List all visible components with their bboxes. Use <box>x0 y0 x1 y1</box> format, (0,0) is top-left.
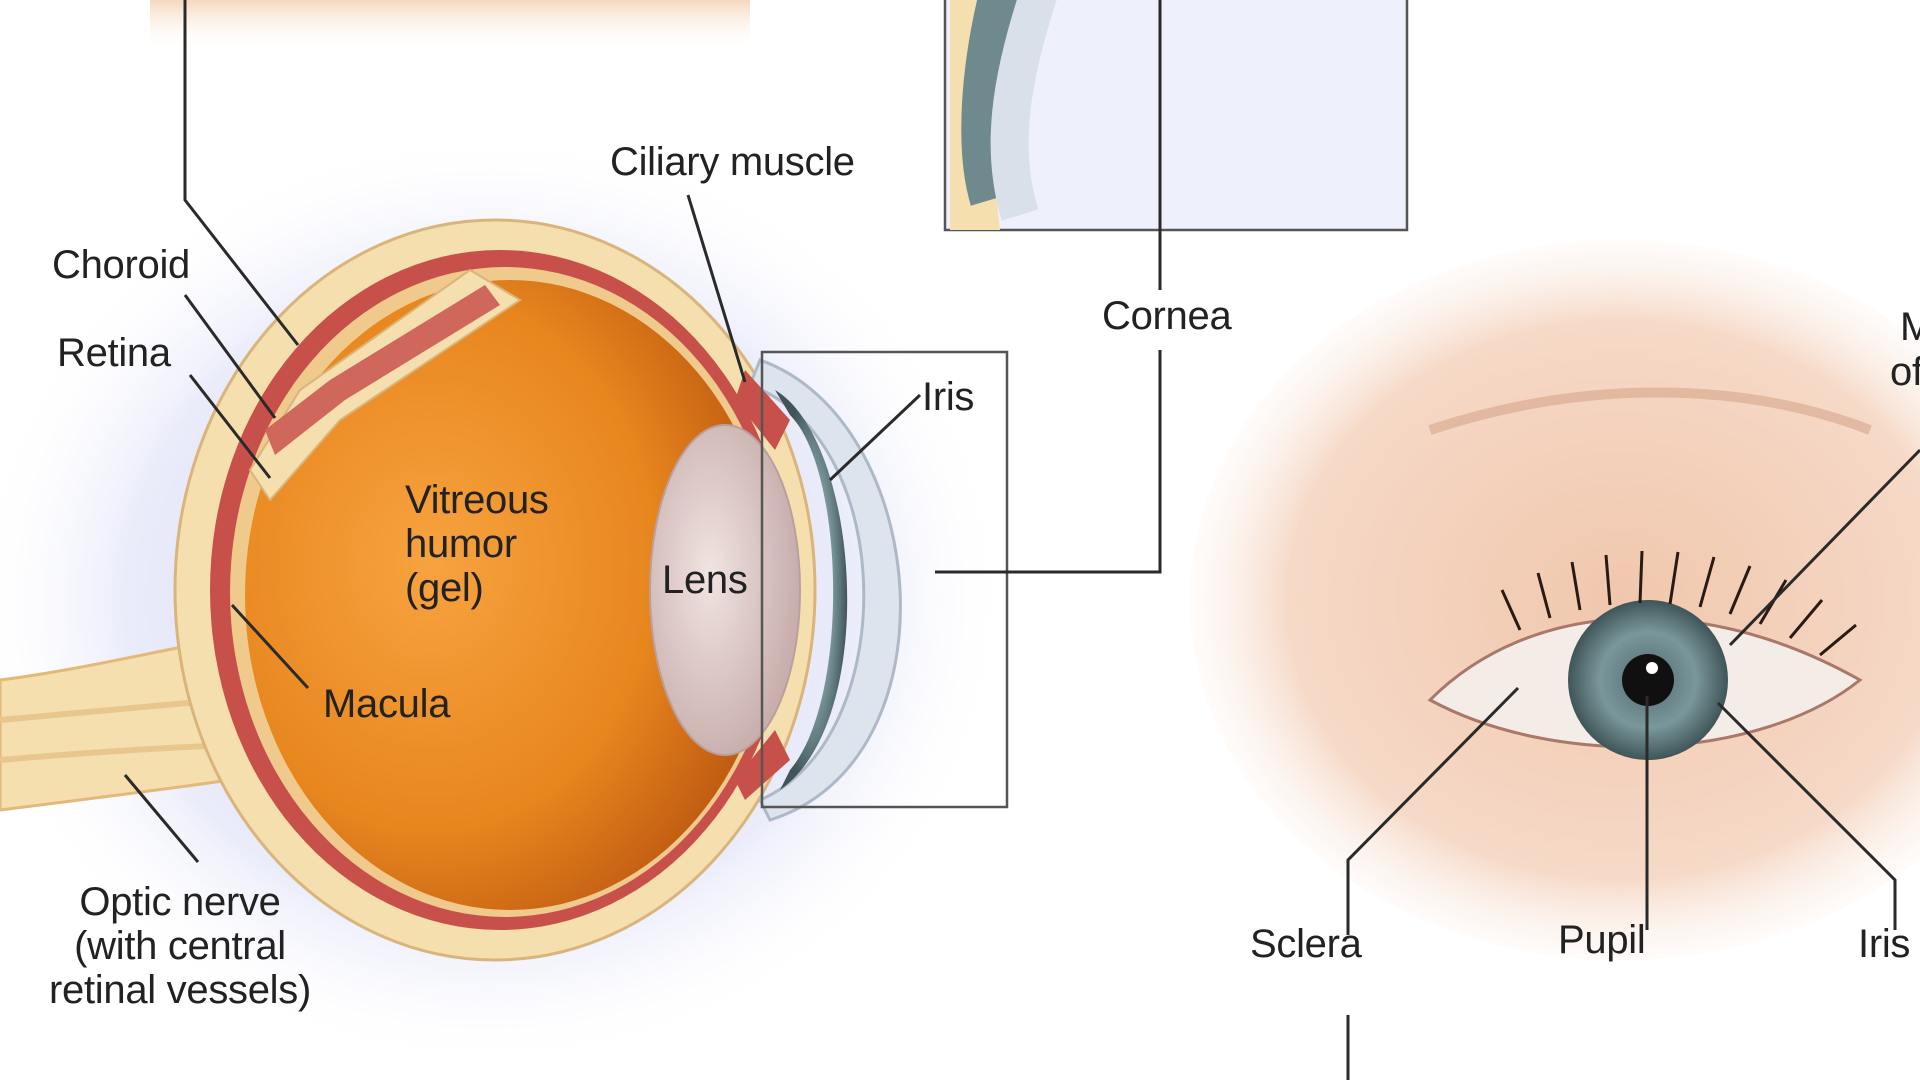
cornea-leader-bottom <box>935 350 1162 574</box>
iris-section-shape <box>775 390 848 790</box>
label-retina: Retina <box>57 331 171 375</box>
label-iris-front: Iris <box>1858 922 1911 966</box>
label-cutoff-1: M <box>1900 305 1920 349</box>
label-lens: Lens <box>662 558 748 602</box>
cutaway-choroid <box>265 285 500 455</box>
pupil-shape <box>1622 654 1674 706</box>
iris-front-leader <box>1716 701 1897 930</box>
optic-nerve-stripe-2 <box>0 742 229 763</box>
eyebrow-crease <box>1428 387 1872 435</box>
ciliary-leader <box>686 194 747 383</box>
eyelashes <box>1500 550 1857 657</box>
choroid-leader <box>183 294 277 419</box>
label-cornea: Cornea <box>1102 294 1232 338</box>
optic-leader <box>123 774 200 863</box>
label-vitreous-2: humor <box>405 522 517 566</box>
macula-leader <box>230 603 310 690</box>
label-macula: Macula <box>323 682 451 726</box>
label-cutoff-2: of <box>1890 350 1920 394</box>
leader-lines <box>123 0 1920 1080</box>
top-inset-cornea <box>990 0 1057 221</box>
face-skin <box>1190 240 1920 960</box>
cutoff-leader <box>1728 448 1920 647</box>
sclera-front-leader <box>1346 686 1520 935</box>
retina-leader <box>188 374 272 479</box>
label-ciliary-muscle: Ciliary muscle <box>610 140 855 184</box>
label-sclera: Sclera <box>1250 922 1362 966</box>
iris-section-leader <box>828 393 922 482</box>
cornea-shape <box>748 358 902 822</box>
anterior-inset-frame <box>760 350 1009 809</box>
label-optic-3: retinal vessels) <box>49 968 311 1012</box>
label-optic-2: (with central <box>74 924 286 968</box>
label-vitreous-3: (gel) <box>405 566 484 610</box>
vitreous-shape <box>245 280 775 910</box>
pupil-highlight <box>1646 662 1658 674</box>
label-vitreous-1: Vitreous <box>405 478 549 522</box>
label-iris-section: Iris <box>922 375 975 419</box>
top-inset-iris <box>961 0 1019 206</box>
label-pupil: Pupil <box>1558 918 1646 962</box>
label-choroid: Choroid <box>52 243 190 287</box>
top-fade <box>150 0 750 50</box>
sclera-top-leader <box>183 0 300 346</box>
label-optic-1: Optic nerve <box>79 880 281 924</box>
